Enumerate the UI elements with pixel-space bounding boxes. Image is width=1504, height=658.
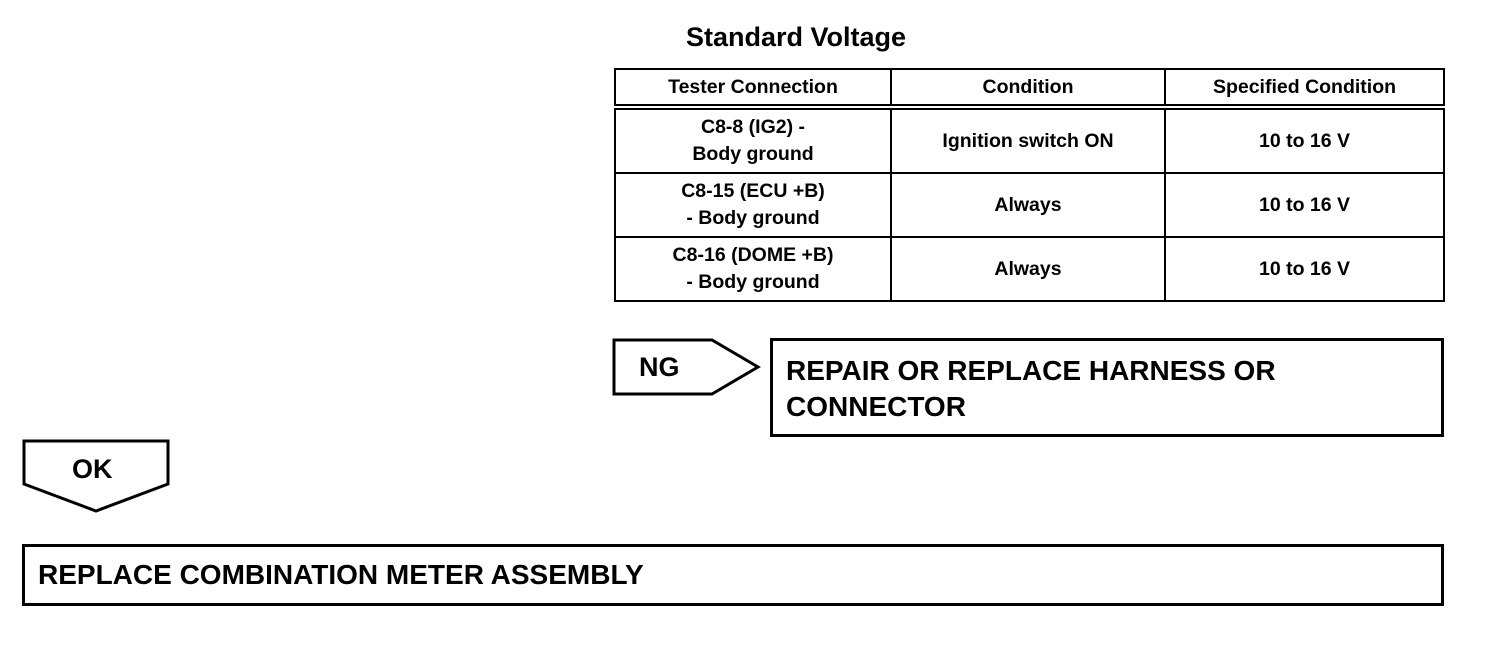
connection-line: - Body ground [686, 271, 820, 293]
table-header-row: Tester Connection Condition Specified Co… [614, 68, 1445, 110]
cell-condition: Always [890, 172, 1166, 238]
connection-line: C8-8 (IG2) - [700, 116, 805, 138]
header-specified-condition: Specified Condition [1164, 68, 1445, 110]
cell-specified-condition: 10 to 16 V [1164, 236, 1445, 302]
cell-tester-connection: C8-8 (IG2) - Body ground [614, 106, 892, 174]
ng-arrow-icon [612, 338, 761, 396]
connection-line: C8-16 (DOME +B) [672, 244, 834, 266]
cell-specified-condition: 10 to 16 V [1164, 106, 1445, 174]
standard-voltage-table: Tester Connection Condition Specified Co… [614, 68, 1445, 302]
ok-arrow-icon [22, 439, 170, 513]
spec-title: Standard Voltage [686, 22, 907, 52]
connection-line: Body ground [692, 143, 814, 165]
ok-action-box: REPLACE COMBINATION METER ASSEMBLY [22, 544, 1444, 606]
ng-label: NG [639, 352, 680, 382]
table-row: C8-8 (IG2) - Body ground Ignition switch… [614, 106, 1445, 174]
ng-action-box: REPAIR OR REPLACE HARNESS OR CONNECTOR [770, 338, 1444, 437]
connection-line: - Body ground [686, 207, 820, 229]
cell-condition: Always [890, 236, 1166, 302]
ng-action-line: REPAIR OR REPLACE HARNESS OR [786, 355, 1276, 386]
cell-condition: Ignition switch ON [890, 106, 1166, 174]
ok-label: OK [72, 454, 113, 484]
cell-tester-connection: C8-16 (DOME +B) - Body ground [614, 236, 892, 302]
table-row: C8-15 (ECU +B) - Body ground Always 10 t… [614, 172, 1445, 238]
header-tester-connection: Tester Connection [614, 68, 892, 110]
ng-action-line: CONNECTOR [786, 391, 966, 422]
table-row: C8-16 (DOME +B) - Body ground Always 10 … [614, 236, 1445, 302]
connection-line: C8-15 (ECU +B) [681, 180, 825, 202]
header-condition: Condition [890, 68, 1166, 110]
cell-tester-connection: C8-15 (ECU +B) - Body ground [614, 172, 892, 238]
cell-specified-condition: 10 to 16 V [1164, 172, 1445, 238]
